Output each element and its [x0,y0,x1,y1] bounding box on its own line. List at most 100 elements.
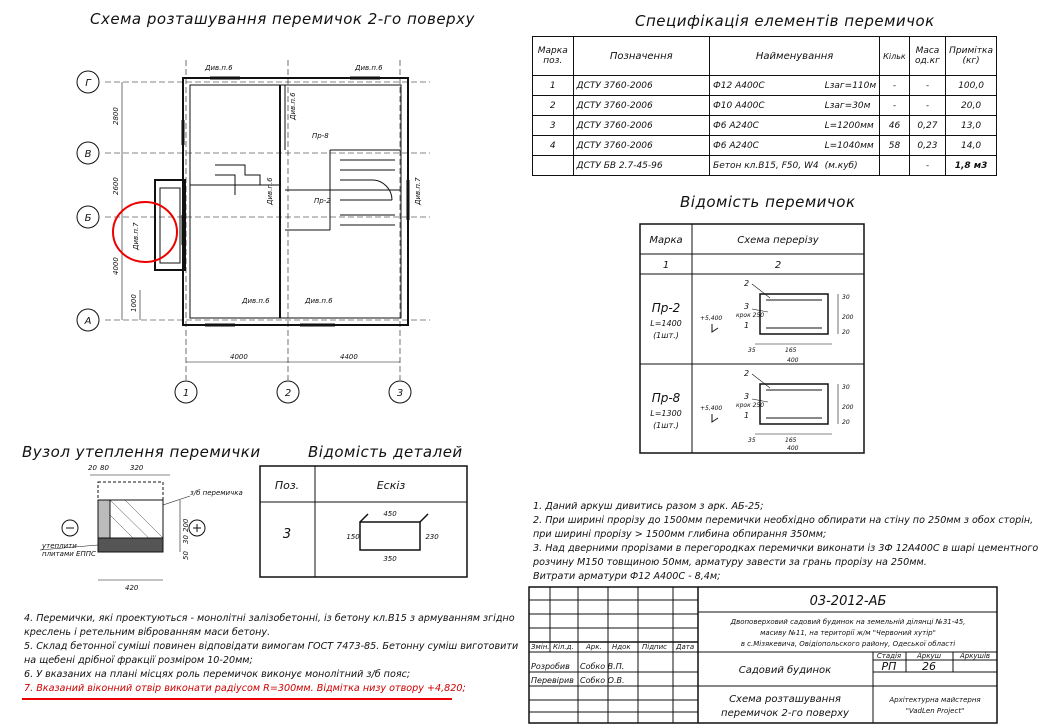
cell: 58 [879,135,910,156]
dim-4400h: 4400 [340,353,358,361]
vid-d20-a: 20 [842,329,850,336]
note-7: 7. Вказаний віконний отвір виконати раді… [24,683,466,694]
label-div6-6: Див.п.6 [266,177,274,206]
vid-d400-a: 400 [787,357,799,364]
cell: 20,0 [945,95,997,116]
table-row: 4 ДСТУ 3760-2006 Ф6 А240С L=1040мм 58 0,… [532,135,997,156]
vid-mark-pr8: Пр-8 [652,391,681,405]
vid-d20-b: 20 [842,419,850,426]
stamp-project-l3: в с.Мізякевича, Овідіопольского району, … [741,640,955,648]
vid-count-pr2: (1шт.) [653,331,679,340]
label-div6-3: Див.п.6 [241,297,270,305]
stamp-developed-name: Собко В.П. [580,662,624,671]
note-5b: на щебені дрібної фракції розміром 10-20… [24,655,253,666]
cell: Ф10 А400С [709,95,822,116]
note-2b: при ширині прорізу > 1500мм глибина обпи… [533,529,827,540]
stamp-sheets-label: Аркушів [959,652,990,660]
vid-d165-b: 165 [785,437,797,444]
cell: 1 [532,75,574,96]
spec-h-mark: Марка поз. [532,36,574,76]
vid-n1-a: 1 [744,321,749,330]
cell: Бетон кл.В15, F50, W4 [709,155,822,176]
cell: L=1200мм [821,115,881,136]
notes-left: 4. Перемички, які проектуються - моноліт… [24,612,518,696]
cell: (м.куб) [821,155,881,176]
label-div7-b: Див.п.7 [414,177,422,206]
notes-right: 1. Даний аркуш дивитись разом з арк. АБ-… [533,500,1038,584]
det-d230: 230 [425,533,439,541]
details-title: Відомість деталей [308,443,463,461]
det-pos-3: 3 [283,527,291,542]
vid-n2-a: 2 [744,279,749,288]
stamp-code: 03-2012-АБ [810,594,887,609]
cell [532,155,574,176]
node-d320: 320 [130,464,144,472]
vid-elev-pr8: +5,400 [700,405,722,412]
table-row: 3 ДСТУ 3760-2006 Ф6 А240С L=1200мм 46 0,… [532,115,997,136]
stamp-h-sheet: Арк. [585,643,602,651]
label-pr8: Пр-8 [312,132,329,140]
note-1: 1. Даний аркуш дивитись разом з арк. АБ-… [533,501,764,512]
insulation-node: 20 80 320 200 420 50 30 з/б перемичка ут… [39,464,243,592]
note-2: 2. При ширині прорізу до 1500мм перемичк… [533,515,1034,526]
vid-mark-pr2: Пр-2 [652,301,681,315]
stamp-project-l2: масиву №11, на території ж/м "Червоний х… [760,629,936,637]
note-4: 4. Перемички, які проектуються - моноліт… [24,613,515,624]
stamp-sheet-label: Аркуш [916,652,942,660]
axis-label-B: Б [85,213,92,224]
floor-plan: Г В Б А 1 2 3 2800 2600 4000 1000 4000 4… [76,60,430,404]
cell: 14,0 [945,135,997,156]
stamp-checked-label: Перевірив [531,676,574,685]
stamp-h-count: Кіл.д. [553,643,574,651]
vid-d30-a: 30 [842,294,850,301]
vid-sub-1: 1 [663,260,669,271]
note-4b: креслень і ретельним віброванням маси бе… [24,627,271,638]
spec-h-qty: Кільк [879,36,910,76]
vid-len-pr2: L=1400 [650,319,682,328]
stamp-developed-label: Розробив [531,662,570,671]
vid-d165-a: 165 [785,347,797,354]
note-3b: розчину М150 товщиною 50мм, арматуру зав… [533,557,927,568]
cell: 2 [532,95,574,116]
stamp-title-l1: Схема розташування [729,694,841,705]
spec-h-name: Найменування [709,36,881,76]
cell: Ф12 А400С [709,75,822,96]
vid-step-a: крок 250 [736,312,764,319]
vid-step-b: крок 250 [736,402,764,409]
dim-4000h: 4000 [230,353,248,361]
vid-n1-b: 1 [744,411,749,420]
node-d80: 80 [100,464,109,472]
cell: - [879,95,910,116]
axis-label-2: 2 [285,388,291,399]
note-6: 6. У вказаних на плані місцях роль перем… [24,669,411,680]
vid-d200-b: 200 [842,404,854,411]
table-row: 1 ДСТУ 3760-2006 Ф12 А400С Lзаг=110м - -… [532,75,997,96]
stamp-stage-label: Стадія [877,652,901,660]
note-7-underline [22,698,452,700]
vid-d200-a: 200 [842,314,854,321]
cell: 46 [879,115,910,136]
axis-label-A: А [84,316,92,327]
cell: ДСТУ 3760-2006 [572,75,711,96]
vid-d30-b: 30 [842,384,850,391]
stamp-project-l1: Двоповерховий садовий будинок на земельн… [730,618,966,626]
vid-len-pr8: L=1300 [650,409,682,418]
label-div7-a: Див.п.7 [132,222,140,251]
cell [879,155,910,176]
det-d150: 150 [346,533,360,541]
cell: Ф6 А240С [709,115,822,136]
label-pr2: Пр-2 [314,197,331,205]
title-block: Змін. Кіл.д. Арк. Ндок Підпис Дата Розро… [528,586,998,724]
cell: - [908,95,947,116]
table-row: 2 ДСТУ 3760-2006 Ф10 А400С Lзаг=30м - - … [532,95,997,116]
note-3: 3. Над дверними прорізами в перегородках… [533,543,1038,554]
node-label-eps: плитами ЕППС [42,550,96,558]
node-d50: 50 [182,551,190,560]
dim-2600: 2600 [112,177,120,195]
cell: - [908,155,947,176]
vid-d35-a: 35 [748,347,756,354]
dim-4000v: 4000 [112,257,120,275]
cell: - [908,75,947,96]
stamp-building: Садовий будинок [739,664,831,676]
dim-2800: 2800 [112,107,120,125]
